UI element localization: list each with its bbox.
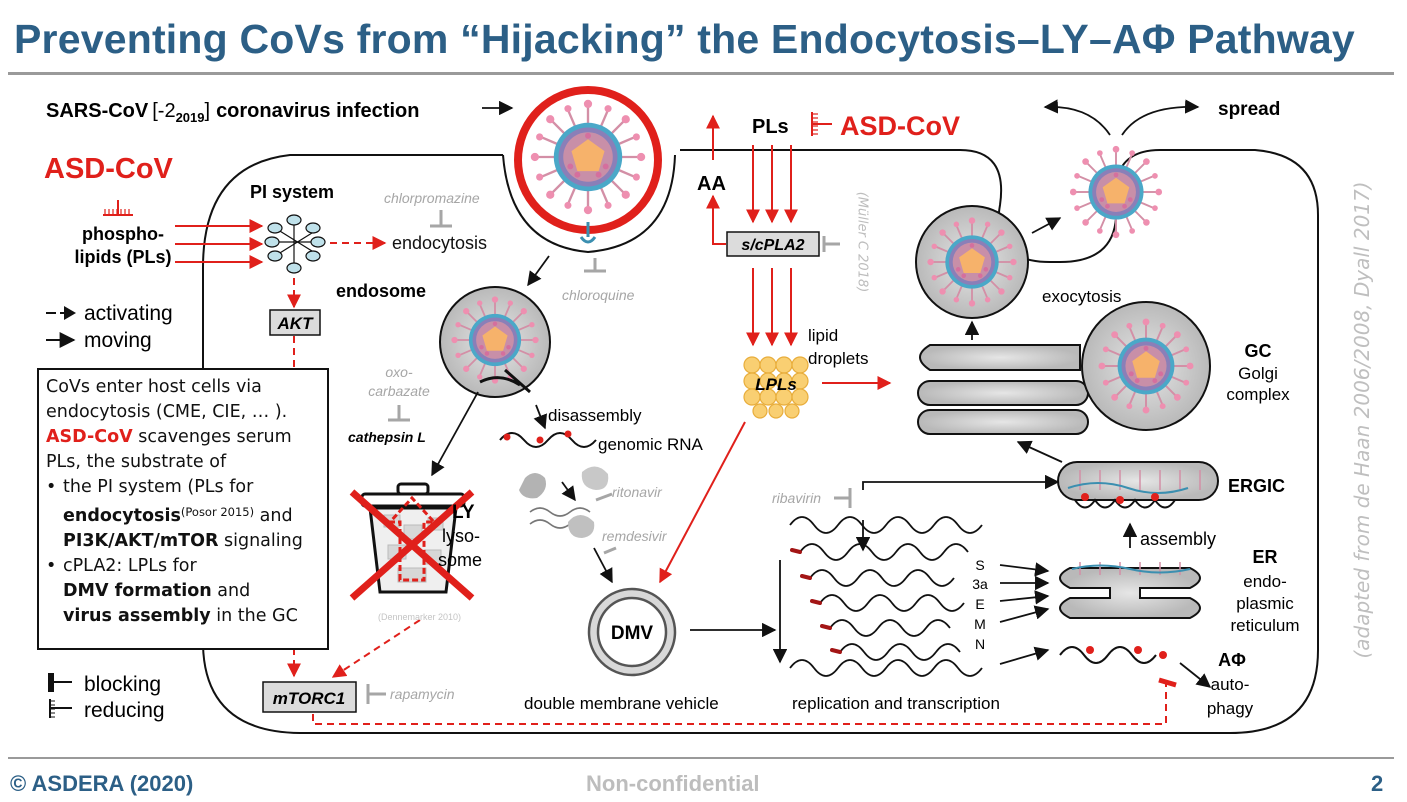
assembly-label: assembly (1140, 529, 1216, 549)
er-line2: plasmic (1236, 594, 1294, 613)
endocytosis-label: endocytosis (392, 233, 487, 253)
page-title: Preventing CoVs from “Hijacking” the End… (14, 16, 1355, 62)
protein-s: S (975, 557, 984, 573)
lysosome-trash-can (349, 482, 475, 601)
gc-label: GC (1245, 341, 1272, 361)
ergic (1057, 461, 1219, 501)
info-line: endocytosis (CME, CIE, … ). (46, 402, 288, 422)
phospholipids-line1: phospho- (82, 224, 164, 244)
lyso-line1: lyso- (442, 526, 480, 546)
dennemarker-citation: (Dennemarker 2010) (378, 612, 461, 622)
legend-activating: activating (84, 302, 173, 325)
akt-box (269, 309, 321, 336)
infection-label: SARS-CoV[-22019]coronavirus infection (46, 100, 419, 125)
protein-e: E (975, 596, 984, 612)
pls-top-label: PLs (752, 116, 789, 138)
er-label: ER (1252, 547, 1277, 567)
er (1059, 567, 1201, 619)
asd-cov-top: ASD-CoV (840, 111, 960, 141)
auto-line2: phagy (1207, 699, 1254, 718)
protein-n: N (975, 636, 985, 652)
phospholipids-line2: lipids (PLs) (74, 247, 171, 267)
exocytosis-label: exocytosis (1042, 287, 1121, 306)
info-bullet-pi: the PI system (PLs forendocytosis(Posor … (46, 475, 323, 554)
aphi-label: AΦ (1218, 650, 1246, 670)
lipid-line1: lipid (808, 326, 838, 345)
legend-blocking: blocking (84, 673, 161, 696)
ly-label: LY (452, 502, 475, 523)
er-line1: endo- (1243, 572, 1286, 591)
aa-label: AA (697, 173, 726, 195)
spread-label: spread (1218, 99, 1280, 120)
pi-system-network (264, 214, 326, 274)
er-line3: reticulum (1231, 616, 1300, 635)
lyso-line2: some (438, 550, 482, 570)
pi-system-label: PI system (250, 182, 334, 202)
dmv-full-label: double membrane vehicle (524, 694, 719, 713)
replication-waves (789, 516, 983, 677)
lpls-label: LPLs (755, 375, 797, 394)
replication-label: replication and transcription (792, 694, 1000, 713)
footer-copyright: © ASDERA (2020) (10, 771, 194, 796)
akt-label: AKT (277, 314, 315, 333)
drug-chloroquine: chloroquine (562, 287, 635, 303)
info-line: ASD-CoV scavenges serum (46, 427, 292, 447)
info-asd: ASD-CoV (46, 427, 133, 447)
drug-chlorpromazine: chlorpromazine (384, 190, 480, 206)
legend-moving: moving (84, 329, 152, 352)
page-number: 2 (1371, 771, 1384, 796)
asd-cov-left: ASD-CoV (44, 153, 174, 185)
golgi-line1: Golgi (1238, 364, 1278, 383)
drug-oxo-line1: oxo- (385, 364, 413, 380)
mtorc1-label: mTORC1 (273, 689, 345, 708)
ergic-label: ERGIC (1228, 476, 1285, 496)
disassembly-label: disassembly (548, 406, 642, 425)
title-divider (8, 72, 1394, 75)
info-line: CoVs enter host cells via (46, 377, 262, 397)
spla2-label: s/cPLA2 (741, 237, 804, 254)
credit-note: (adapted from de Haan 2006/2008, Dyall 2… (1350, 181, 1374, 659)
drug-rapamycin: rapamycin (390, 686, 455, 702)
drug-ritonavir: ritonavir (612, 484, 663, 500)
footer-confidentiality: Non-confidential (586, 771, 760, 796)
auto-line1: auto- (1211, 675, 1250, 694)
golgi-line2: complex (1226, 385, 1290, 404)
lipid-line2: droplets (808, 349, 868, 368)
lipid-droplets (743, 356, 809, 419)
cathepsin-label: cathepsin L (348, 429, 426, 445)
spla2-box (726, 231, 820, 257)
muller-citation: (Müller C 2018) (854, 191, 870, 293)
dmv-label: DMV (611, 623, 654, 644)
protein-3a: 3a (972, 576, 988, 592)
info-line: PLs, the substrate of (46, 452, 227, 472)
endosome-label: endosome (336, 281, 426, 301)
drug-ribavirin: ribavirin (772, 490, 821, 506)
drug-remdesivir: remdesivir (602, 528, 668, 544)
legend-reducing: reducing (84, 699, 165, 722)
drug-oxo-line2: carbazate (368, 383, 430, 399)
mtorc1-box (262, 681, 357, 713)
footer-divider (8, 757, 1394, 759)
info-box: CoVs enter host cells via endocytosis (C… (37, 368, 329, 650)
genomic-rna-label: genomic RNA (598, 435, 704, 454)
protein-m: M (974, 616, 986, 632)
